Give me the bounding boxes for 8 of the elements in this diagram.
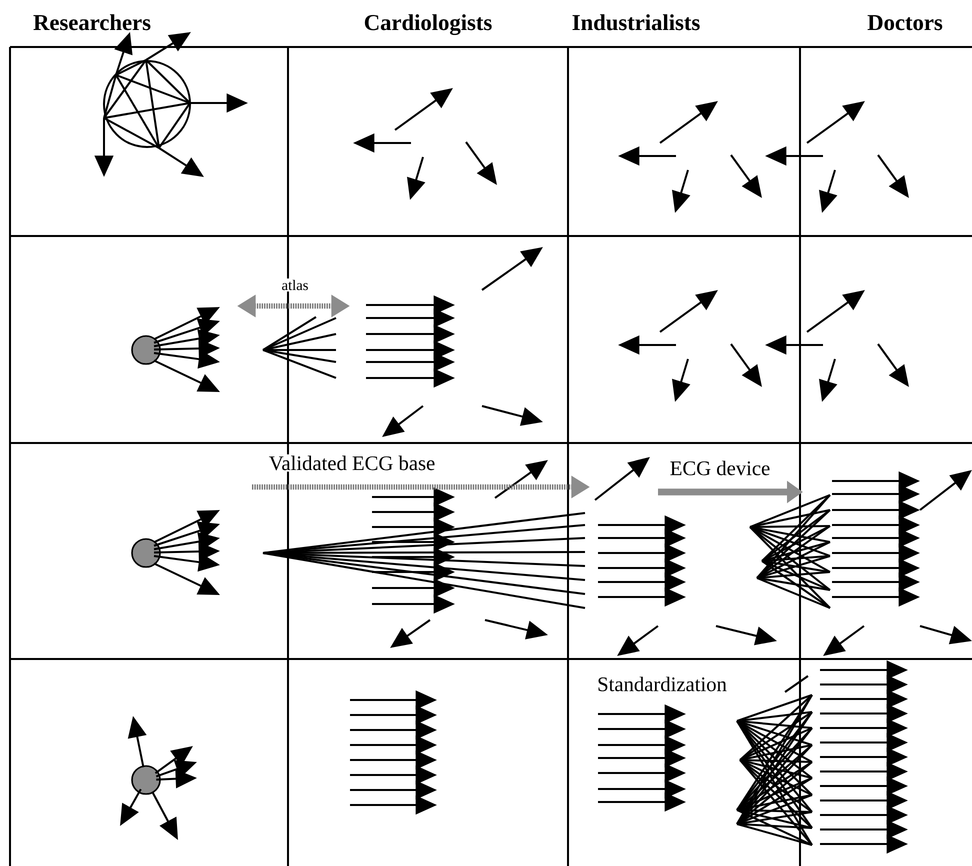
column-header: Industrialists bbox=[572, 14, 700, 30]
arrow-label: atlas bbox=[280, 278, 310, 292]
arrow-label: ECG device bbox=[668, 459, 772, 477]
arrow-label: Validated ECG base bbox=[267, 454, 437, 472]
column-header: Researchers bbox=[33, 14, 150, 30]
column-header: Cardiologists bbox=[364, 14, 492, 35]
column-header: Doctors bbox=[868, 15, 942, 30]
arrow-label: Standardization bbox=[596, 675, 728, 693]
